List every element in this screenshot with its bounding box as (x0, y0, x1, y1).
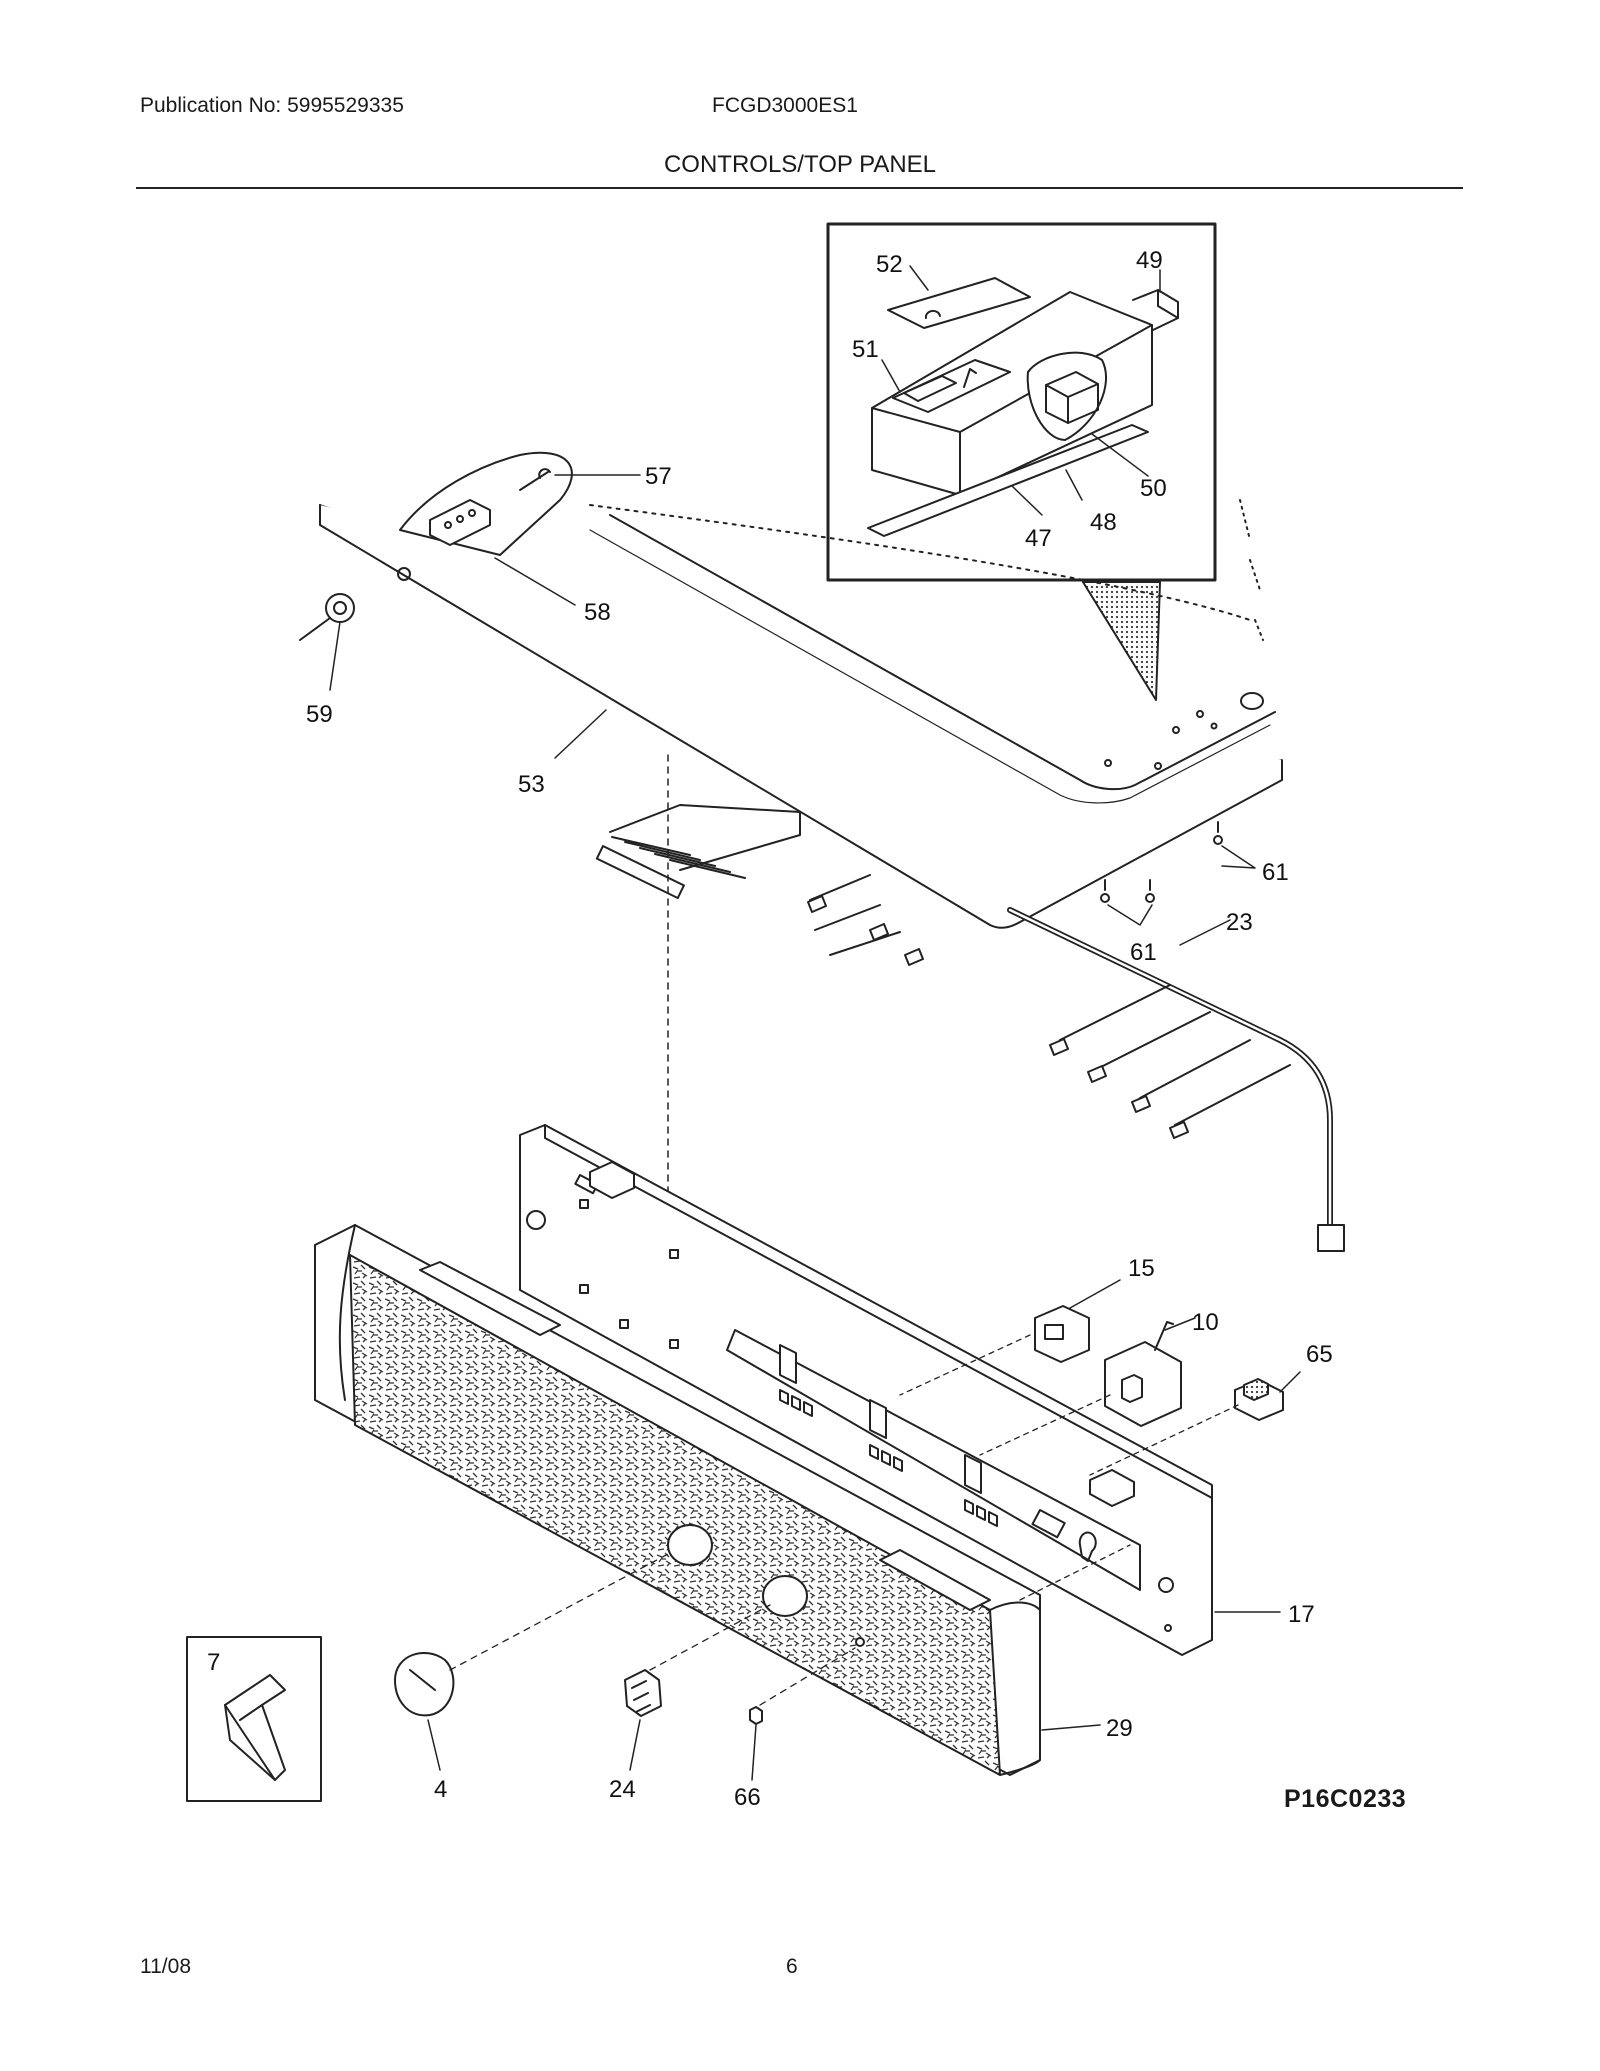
callout-label: 58 (584, 599, 611, 626)
part-7-inset (186, 1636, 322, 1802)
inset-detail-box (826, 222, 1217, 701)
callout-label: 15 (1128, 1255, 1155, 1282)
callout-label: 49 (1136, 247, 1163, 274)
header-rule (136, 187, 1463, 189)
callout-label: 65 (1306, 1341, 1333, 1368)
callout-label: 59 (306, 701, 333, 728)
callout-label: 61 (1130, 939, 1157, 966)
drawing-reference: P16C0233 (1284, 1785, 1407, 1813)
knobs-and-button (394, 1552, 856, 1781)
callout-label: 53 (518, 771, 545, 798)
callout-labels: 52 49 51 50 48 47 57 58 59 53 61 61 23 1… (207, 247, 1333, 1811)
top-panel (299, 451, 1283, 929)
switches-and-lamp (899, 1279, 1301, 1601)
callout-label: 57 (645, 463, 672, 490)
callout-label: 23 (1226, 909, 1253, 936)
callout-label: 7 (207, 1649, 220, 1676)
publication-date: 11/08 (140, 1955, 191, 1978)
front-control-panel (314, 1224, 1101, 1776)
callout-label: 52 (876, 251, 903, 278)
publication-number: Publication No: 5995529335 (140, 94, 404, 117)
console-back-plate (519, 1124, 1281, 1656)
callout-label: 61 (1262, 859, 1289, 886)
callout-label: 47 (1025, 525, 1052, 552)
section-title: CONTROLS/TOP PANEL (663, 151, 937, 178)
callout-label: 24 (609, 1776, 636, 1803)
callout-label: 48 (1090, 509, 1117, 536)
callout-label: 4 (434, 1776, 447, 1803)
callout-label: 17 (1288, 1601, 1315, 1628)
page-number: 6 (786, 1955, 798, 1978)
wire-harness (595, 754, 1345, 1331)
callout-label: 29 (1106, 1715, 1133, 1742)
callout-label: 51 (852, 336, 879, 363)
callout-label: 66 (734, 1784, 761, 1811)
callout-label: 10 (1192, 1309, 1219, 1336)
model-number: FCGD3000ES1 (712, 94, 858, 117)
callout-label: 50 (1140, 475, 1167, 502)
